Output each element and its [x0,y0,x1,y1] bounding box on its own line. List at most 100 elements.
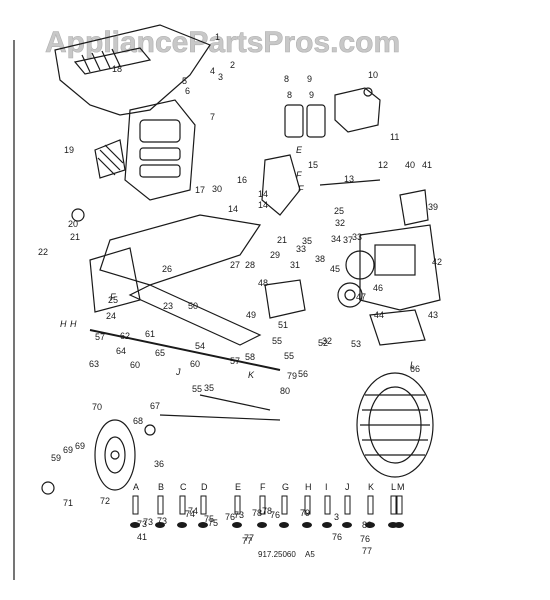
nut-icon [130,522,140,528]
nut-icon [177,522,187,528]
part-callout: 37 [343,235,353,245]
part-callout: 21 [70,232,80,242]
part-callout: 41 [422,160,432,170]
part-callout: 48 [258,278,268,288]
nut-icon [155,522,165,528]
part-callout: 66 [410,364,420,374]
hardware-letter: E [235,482,241,492]
part-callout: 25 [108,295,118,305]
hardware-number: 78 [262,506,272,516]
nut-icon [232,522,242,528]
part-callout: 50 [188,301,198,311]
part-callout: 49 [246,310,256,320]
hardware-letter: I [325,482,328,492]
reference-letter: H [70,319,77,329]
part-callout: 35 [302,236,312,246]
part-callout: 69 [75,441,85,451]
hardware-number: 41 [137,532,147,542]
part-callout: 14 [228,204,238,214]
hardware-number: 74 [185,509,195,519]
part-callout: 69 [63,445,73,455]
hardware-letter: D [201,482,208,492]
nut-icon [394,522,404,528]
rear-axle-part [89,329,281,371]
part-callout: 11 [390,132,399,142]
hardware-number: 77 [362,546,372,556]
hardware-letter: L [391,482,396,492]
gasket-part [306,104,326,138]
part-callout: 40 [405,160,415,170]
part-callout: 36 [154,459,164,469]
hardware-number: 73 [234,510,244,520]
reference-letter: F [298,184,304,194]
part-callout: 56 [298,369,308,379]
part-callout: 79 [287,371,297,381]
part-callout: 31 [290,260,300,270]
hood-part [54,24,211,116]
part-callout: 35 [204,383,214,393]
bolt-icon [200,495,207,515]
bolt-icon [234,495,241,515]
part-callout: 64 [116,346,126,356]
plate-part [369,309,426,346]
bolt-icon [304,495,311,515]
part-callout: 23 [163,301,173,311]
hardware-number: 75 [208,518,218,528]
part-callout: 58 [245,352,255,362]
part-callout: 78 [252,508,262,518]
part-callout: 3 [218,72,223,82]
part-callout: 75 [204,514,214,524]
part-callout: 33 [352,232,362,242]
part-callout: 57 [230,356,240,366]
part-callout: 65 [155,348,165,358]
part-callout: 76 [225,512,235,522]
bolt-icon [396,495,403,515]
reference-letter: F [296,170,302,180]
reference-letter: H [60,319,67,329]
part-callout: 47 [356,292,366,302]
part-callout: 71 [63,498,73,508]
hardware-number: 3 [334,512,339,522]
bolt-icon [132,495,139,515]
nut-icon [302,522,312,528]
hardware-letter: C [180,482,187,492]
part-callout: 51 [278,320,288,330]
part-callout: 68 [133,416,143,426]
steering-shaft-part [319,179,381,186]
part-callout: 80 [280,386,290,396]
part-callout: 73 [157,516,167,526]
hardware-letter: G [282,482,289,492]
bolt-icon [179,495,186,515]
bolt-icon [367,495,374,515]
part-callout: 7 [210,112,215,122]
part-callout: 27 [230,260,240,270]
nut-icon [365,522,375,528]
grille-part [124,99,196,201]
hub-cap-part [41,481,55,495]
dash-panel-part [261,154,301,216]
part-callout: 60 [190,359,200,369]
part-callout: 14 [258,200,268,210]
part-callout: 30 [212,184,222,194]
part-callout: 43 [428,310,438,320]
part-callout: 67 [150,401,160,411]
part-callout: 6 [185,86,190,96]
part-callout: 77 [244,533,254,543]
part-callout: 9 [307,74,312,84]
part-callout: 70 [92,402,102,412]
steering-wheel-part [399,189,429,226]
washer-part [71,208,85,222]
hardware-number: 73 [137,519,147,529]
part-callout: 72 [100,496,110,506]
hardware-number: 77 [242,536,252,546]
part-callout: 9 [309,90,314,100]
part-callout: 34 [331,234,341,244]
part-callout: 59 [51,453,61,463]
part-callout: 45 [330,264,340,274]
hardware-letter: J [345,482,350,492]
hardware-letter: M [397,482,405,492]
part-callout: 53 [351,339,361,349]
reference-letter: K [248,370,255,380]
part-callout: 8 [287,90,292,100]
